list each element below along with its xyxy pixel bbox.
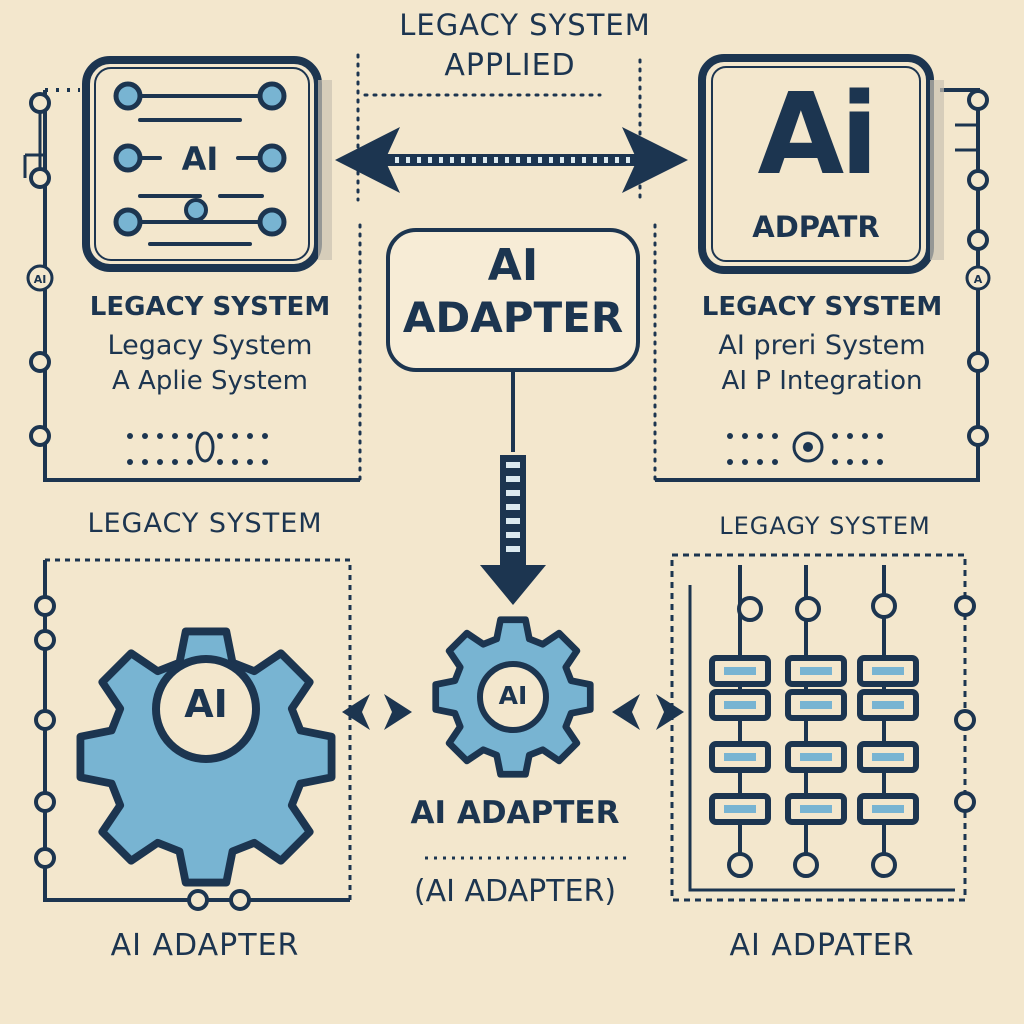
bottom-right-footer: AI ADPATER xyxy=(729,928,915,963)
adapter-box-label-1: AI xyxy=(487,240,539,291)
top-left-panel: AI xyxy=(23,56,360,482)
center-adapter xyxy=(386,228,640,605)
svg-text:A: A xyxy=(974,273,983,286)
down-arrow-head xyxy=(480,565,546,605)
ai-logo-subtext: ADPATR xyxy=(752,210,880,244)
top-left-subtitle-2: A Aplie System xyxy=(111,366,308,396)
connector-node xyxy=(187,889,209,911)
top-right-panel: A xyxy=(655,54,991,482)
ai-logo-text: Ai xyxy=(757,70,878,200)
connector-node xyxy=(967,425,989,447)
bottom-left-panel xyxy=(34,558,352,911)
chip-pads xyxy=(113,81,287,237)
right-diamond-arrow xyxy=(612,694,640,730)
svg-text:AI: AI xyxy=(34,273,47,286)
bottom-right-panel xyxy=(670,553,976,902)
top-right-heading: LEGACY SYSTEM xyxy=(701,292,943,322)
top-left-subtitle-1: Legacy System xyxy=(107,330,313,361)
ai-small-badge xyxy=(26,264,54,292)
connector-node xyxy=(34,791,56,813)
top-left-heading: LEGACY SYSTEM xyxy=(89,292,331,322)
connector-node xyxy=(954,595,976,617)
connector-node xyxy=(229,889,251,911)
bottom-right-heading: LEGAGY SYSTEM xyxy=(719,512,931,540)
connector-node xyxy=(34,847,56,869)
down-arrow-shaft xyxy=(500,455,526,575)
center-gear-label: AI xyxy=(498,681,528,710)
center-adapter-title: AI ADAPTER xyxy=(410,795,620,831)
bidirectional-arrow xyxy=(335,127,688,193)
connector-node xyxy=(967,169,989,191)
large-gear-label: AI xyxy=(184,682,228,726)
connector-node xyxy=(29,425,51,447)
connector-node xyxy=(967,229,989,251)
center-adapter-subtitle: (AI ADAPTER) xyxy=(413,874,617,909)
dotted-decoration xyxy=(127,433,268,465)
bottom-left-heading: LEGACY SYSTEM xyxy=(87,508,323,539)
header-title-line2: APPLIED xyxy=(444,48,576,83)
adapter-box-label-2: ADAPTER xyxy=(402,293,624,342)
connector-node xyxy=(29,351,51,373)
top-right-subtitle-1: AI preri System xyxy=(718,330,926,361)
top-right-subtitle-2: AI P Integration xyxy=(721,366,923,396)
connector-node xyxy=(954,791,976,813)
connector-node xyxy=(954,709,976,731)
left-diamond-arrow xyxy=(342,694,370,730)
connector-node xyxy=(967,89,989,111)
connector-node xyxy=(29,92,51,114)
header-title-line1: LEGACY SYSTEM xyxy=(399,8,651,42)
chip-label: AI xyxy=(181,140,219,178)
connector-node xyxy=(34,629,56,651)
chip-center-pad xyxy=(184,198,208,222)
connector-node xyxy=(967,351,989,373)
chip-circuit-traces xyxy=(138,94,264,246)
connector-node xyxy=(29,167,51,189)
connector-node xyxy=(34,709,56,731)
bottom-center-gear xyxy=(425,616,630,860)
bottom-left-footer: AI ADAPTER xyxy=(110,928,300,963)
connector-node xyxy=(34,595,56,617)
ai-small-badge xyxy=(965,265,991,291)
dotted-decoration xyxy=(727,433,883,465)
